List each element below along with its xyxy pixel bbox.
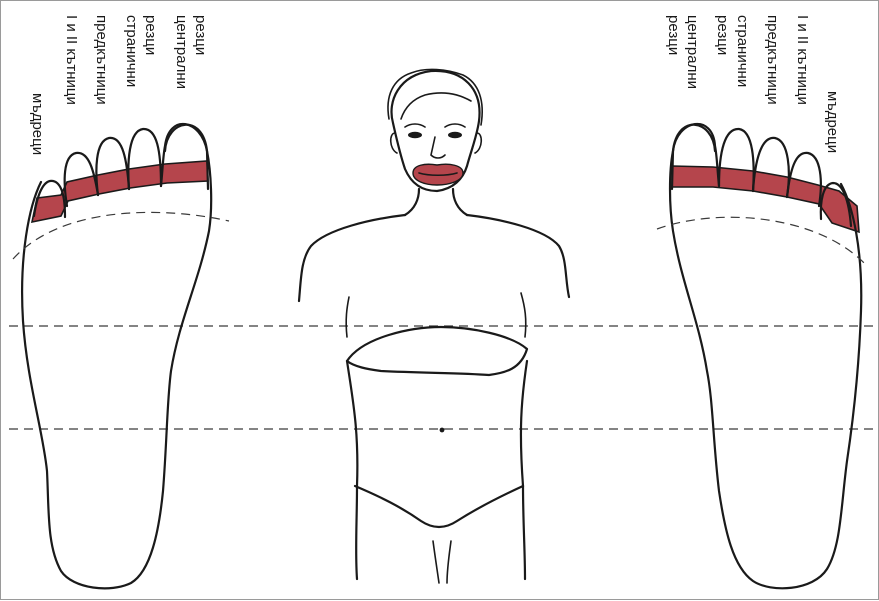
left-armpit bbox=[346, 297, 349, 337]
right-foot bbox=[657, 124, 867, 588]
torso-left-side bbox=[347, 361, 357, 486]
left-label-lateral: странични bbox=[123, 15, 140, 87]
neck-left bbox=[405, 189, 419, 215]
hip-line bbox=[355, 486, 523, 527]
right-label-lateral: странични bbox=[734, 15, 751, 87]
navel bbox=[440, 428, 445, 433]
right-label-molars: I и II кътници bbox=[794, 15, 811, 105]
inner-leg-right bbox=[447, 541, 451, 583]
left-label-incisors-1: резци bbox=[142, 15, 159, 55]
right-label-incisors-1: резци bbox=[665, 15, 682, 55]
right-leg bbox=[523, 486, 525, 579]
left-label-wisdom: мъдреци bbox=[29, 93, 46, 155]
left-shoulder-arm bbox=[299, 215, 405, 301]
right-shoulder-arm bbox=[467, 215, 569, 297]
left-label-central: централни bbox=[173, 15, 190, 89]
left-foot bbox=[13, 124, 229, 588]
hair bbox=[388, 69, 482, 125]
chest-band bbox=[347, 327, 527, 375]
right-label-wisdom: мъдреци bbox=[824, 91, 841, 153]
left-foot-outline bbox=[22, 124, 211, 588]
left-foot-labels: мъдреци I и II кътници предкътници стран… bbox=[29, 15, 209, 155]
right-foot-teeth-zone bbox=[672, 166, 859, 232]
right-eyebrow bbox=[445, 124, 465, 127]
right-foot-labels: резци централни резци странични предкътн… bbox=[665, 15, 841, 153]
right-label-premolars: предкътници bbox=[764, 15, 781, 105]
right-armpit bbox=[521, 293, 526, 337]
left-eyebrow bbox=[405, 124, 425, 127]
neck-right bbox=[453, 189, 467, 215]
right-label-incisors-2: резци bbox=[714, 15, 731, 55]
right-eye bbox=[448, 132, 462, 138]
left-leg bbox=[356, 486, 357, 579]
inner-leg-left bbox=[433, 541, 439, 583]
torso-right-side bbox=[521, 361, 527, 486]
left-label-incisors-2: резци bbox=[192, 15, 209, 55]
left-label-premolars: предкътници bbox=[93, 15, 110, 105]
left-label-molars: I и II кътници bbox=[63, 15, 80, 105]
right-label-central: централни bbox=[684, 15, 701, 89]
left-eye bbox=[408, 132, 422, 138]
left-foot-teeth-zone bbox=[32, 161, 208, 222]
nose bbox=[431, 137, 445, 158]
